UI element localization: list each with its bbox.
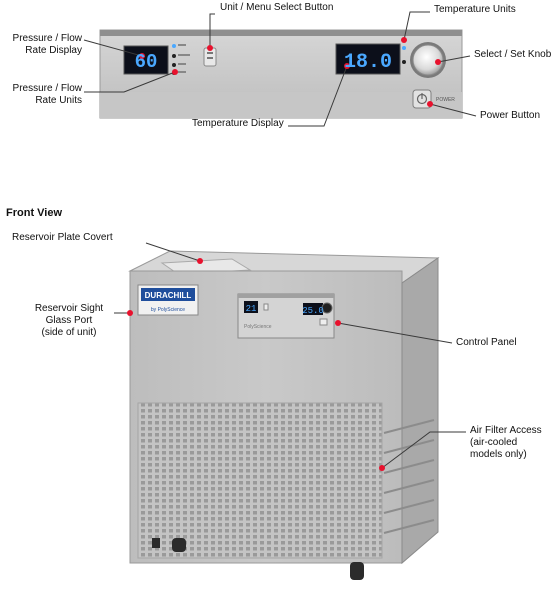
label-select-knob: Select / Set Knob: [474, 49, 552, 60]
mini-power-button: [319, 318, 328, 326]
front-vent-grille: [137, 402, 383, 559]
temp-display-value: 18.0: [344, 51, 392, 74]
line-pressure-units: [84, 71, 176, 93]
label-reservoir-sight-line-1: Reservoir Sight: [34, 303, 104, 314]
logo-sub-text: by PolyScience: [151, 307, 185, 313]
unit-menu-button-mark-2: [207, 57, 213, 59]
mini-flow-screen: [244, 301, 258, 313]
label-pressure-display-line-1: Pressure / Flow: [12, 33, 82, 44]
line-pressure-display: [83, 39, 143, 57]
reservoir-plate-cover[interactable]: [160, 258, 252, 275]
unit-led-text-1: [178, 44, 186, 46]
label-pressure-display: Pressure / Flow Rate Display: [4, 33, 82, 57]
unit-control-panel[interactable]: [237, 293, 335, 339]
label-air-filter-line-2: (air-cooled: [470, 437, 518, 448]
temp-unit-led-c: [402, 46, 406, 50]
flow-display-value: 60: [135, 51, 158, 73]
label-pressure-units: Pressure / Flow Rate Units: [4, 83, 82, 107]
unit-led-1: [172, 44, 176, 48]
control-panel-closeup: [99, 29, 463, 119]
mini-knob: [321, 302, 333, 314]
panel-lower-band: [100, 92, 462, 118]
label-temp-display: Temperature Display: [192, 118, 284, 129]
unit-led-2: [172, 54, 176, 58]
callout-dots: [127, 37, 441, 471]
section-front-view: Front View: [6, 207, 63, 219]
logo-main-text: DURACHILL: [145, 291, 192, 300]
line-temp-display: [288, 65, 348, 127]
line-unit-menu: [209, 13, 215, 48]
unit-led-3: [172, 63, 176, 67]
unit-led-text-3: [178, 63, 186, 65]
label-reservoir-sight: Reservoir Sight Glass Port (side of unit…: [26, 303, 112, 339]
label-temp-units: Temperature Units: [434, 4, 516, 15]
line-reservoir-plate: [145, 242, 201, 262]
line-control-panel: [337, 322, 453, 344]
temp-unit-led-f: [402, 60, 406, 64]
label-air-filter-line-1: Air Filter Access: [470, 425, 542, 436]
caster-right: [350, 562, 364, 580]
mini-temp-screen: [303, 303, 323, 315]
callout-lines: [83, 11, 477, 469]
unit-menu-button-mark-1: [207, 52, 213, 54]
flow-display-screen: [123, 45, 169, 75]
label-air-filter: Air Filter Access (air-cooled models onl…: [470, 425, 542, 461]
label-pressure-display-line-2: Rate Display: [25, 45, 82, 56]
air-filter-slats: [383, 419, 435, 534]
logo-bar: [141, 288, 195, 301]
label-pressure-units-line-2: Rate Units: [35, 95, 82, 106]
unit-led-text-4: [178, 71, 186, 73]
caster-left: [172, 538, 186, 552]
mini-temp-value: 25.0: [302, 306, 324, 316]
line-power-button: [429, 103, 477, 117]
mini-menu-button: [263, 303, 269, 311]
line-select-knob: [437, 55, 471, 63]
mini-brand-text: PolyScience: [244, 324, 272, 330]
label-unit-menu: Unit / Menu Select Button: [220, 2, 334, 13]
label-reservoir-plate: Reservoir Plate Covert: [12, 232, 113, 243]
panel-top-edge: [100, 30, 462, 36]
chiller-unit: [128, 250, 440, 580]
mini-flow-value: 21: [246, 304, 257, 314]
label-reservoir-sight-line-2: Glass Port: [45, 315, 93, 326]
temp-display-screen: [335, 43, 401, 75]
label-power-button: Power Button: [480, 110, 541, 121]
line-air-filter: [381, 431, 466, 469]
label-air-filter-line-3: models only): [470, 449, 527, 460]
label-reservoir-sight-line-3: (side of unit): [41, 327, 97, 338]
power-label: POWER: [436, 97, 455, 103]
caster-foot: [152, 538, 160, 548]
label-control-panel: Control Panel: [456, 337, 517, 348]
select-set-knob[interactable]: [412, 44, 444, 76]
line-temp-units: [403, 11, 430, 41]
label-pressure-units-line-1: Pressure / Flow: [12, 83, 82, 94]
unit-led-text-2: [178, 54, 190, 56]
unit-side-face: [401, 257, 439, 565]
